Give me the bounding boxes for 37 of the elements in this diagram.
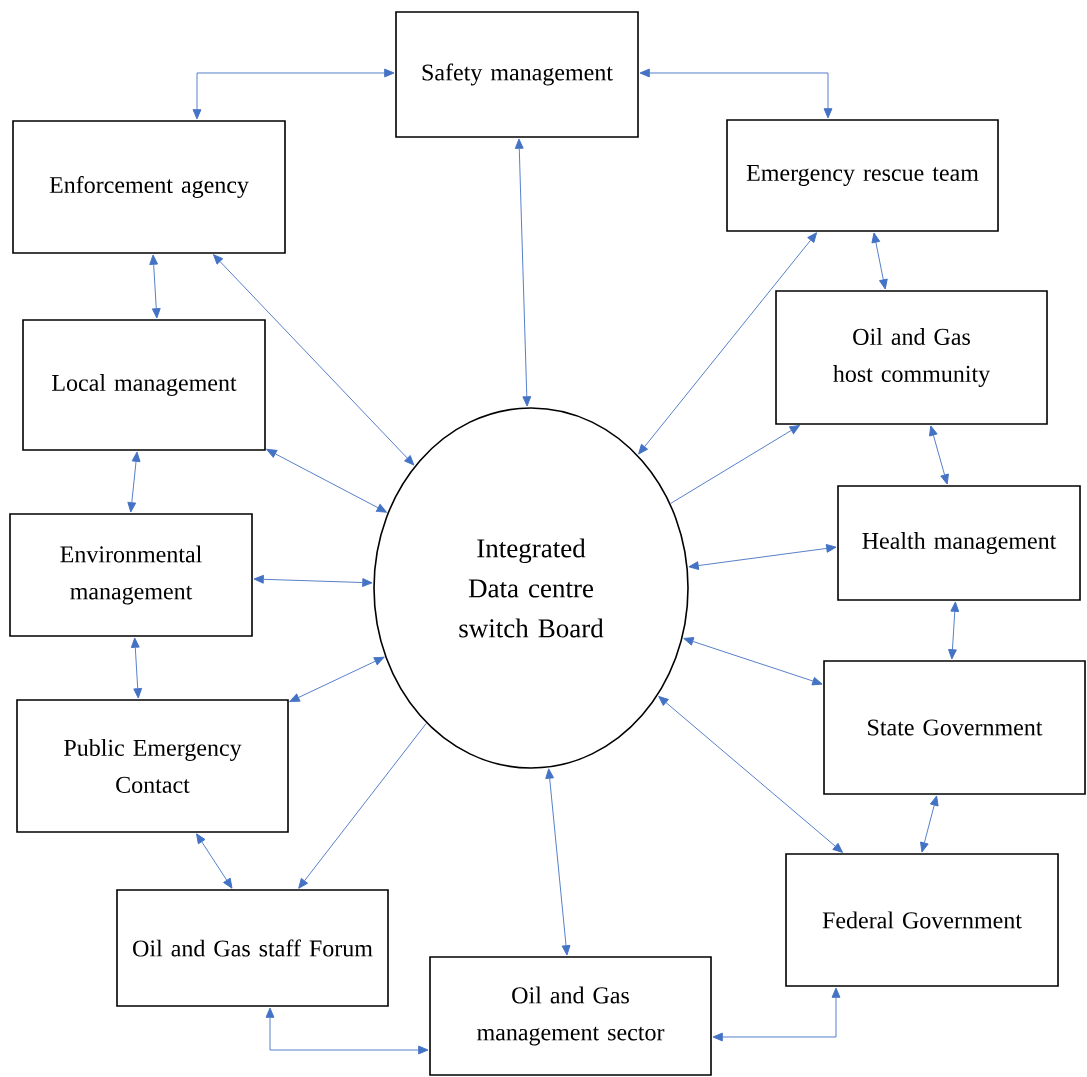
arrow <box>265 1007 429 1055</box>
arrow <box>871 232 888 290</box>
process-box: State Government <box>823 660 1086 795</box>
arrow <box>196 833 233 889</box>
arrow <box>688 544 837 570</box>
process-box: Health management <box>837 485 1081 601</box>
process-box: Safety management <box>395 11 639 138</box>
arrow <box>149 254 161 319</box>
arrow <box>639 68 833 119</box>
arrow <box>670 424 800 504</box>
arrow <box>712 987 841 1042</box>
process-box: Enforcement agency <box>12 120 286 254</box>
arrow <box>920 795 939 853</box>
arrow <box>929 425 949 485</box>
arrow <box>658 695 844 853</box>
arrow <box>192 68 395 120</box>
arrow <box>948 601 960 660</box>
arrow <box>514 138 532 407</box>
arrow <box>683 637 823 686</box>
arrow <box>638 232 818 455</box>
circle-node: Integrated Data centre switch Board <box>373 407 689 769</box>
arrow <box>266 448 387 513</box>
process-box: Local management <box>22 319 266 451</box>
process-box: Emergency rescue team <box>726 119 999 232</box>
arrow <box>298 722 427 889</box>
arrow <box>545 768 571 956</box>
arrow <box>213 254 415 466</box>
process-box: Public Emergency Contact <box>16 699 289 833</box>
arrow <box>253 574 373 587</box>
process-box: Environmental management <box>9 513 253 637</box>
process-box: Federal Government <box>785 853 1059 987</box>
process-box: Oil and Gas staff Forum <box>116 889 389 1007</box>
arrow <box>130 637 143 699</box>
arrow <box>289 656 385 703</box>
arrow <box>127 451 141 513</box>
process-box: Oil and Gas management sector <box>429 956 712 1076</box>
process-box: Oil and Gas host community <box>775 290 1048 425</box>
